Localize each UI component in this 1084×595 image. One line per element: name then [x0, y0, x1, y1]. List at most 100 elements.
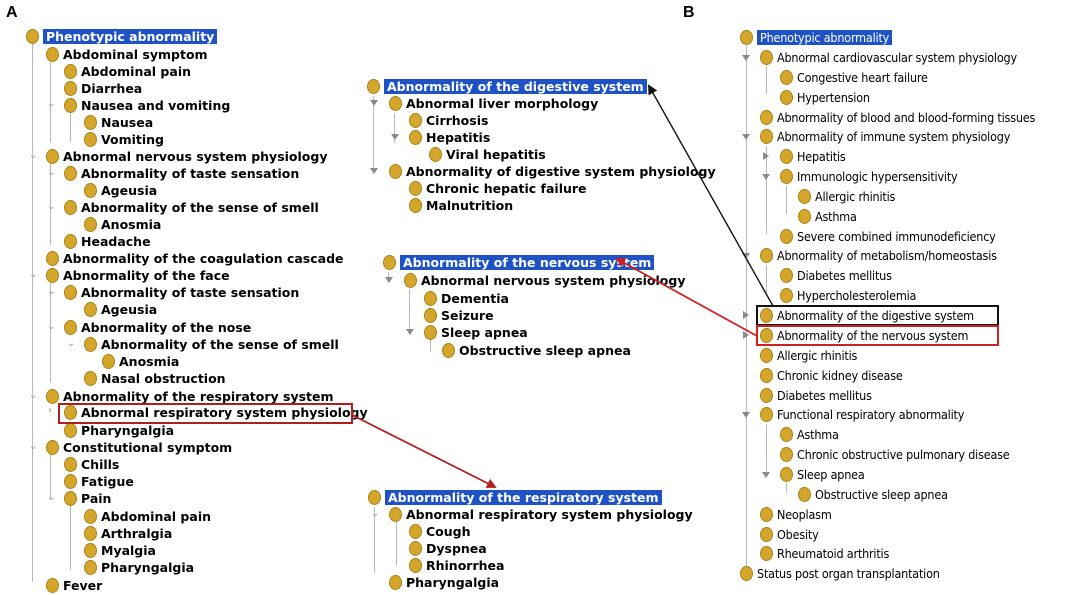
tree-node[interactable]: Asthma — [798, 208, 857, 225]
triangle-down-icon[interactable] — [742, 134, 750, 140]
chevron-down-icon[interactable]: ⌄ — [29, 150, 38, 161]
tree-node[interactable]: Fatigue — [64, 473, 134, 490]
tree-node[interactable]: Abnormality of metabolism/homeostasis — [760, 247, 997, 264]
chevron-down-icon[interactable]: ⌄ — [47, 98, 56, 109]
tree-node[interactable]: Chills — [64, 456, 119, 473]
tree-node[interactable]: Chronic hepatic failure — [409, 180, 587, 197]
tree-node[interactable]: Abnormality of the nose — [64, 319, 251, 336]
triangle-down-icon[interactable] — [742, 253, 750, 259]
tree-node[interactable]: Allergic rhinitis — [760, 347, 857, 364]
tree-node[interactable]: Arthralgia — [84, 525, 172, 542]
tree-node[interactable]: Status post organ transplantation — [740, 565, 940, 582]
tree-node[interactable]: Hepatitis — [409, 129, 490, 146]
tree-node[interactable]: Rheumatoid arthritis — [760, 545, 889, 562]
tree-node[interactable]: Seizure — [424, 307, 494, 324]
triangle-down-icon[interactable] — [406, 329, 414, 335]
tree-node[interactable]: Abnormal cardiovascular system physiolog… — [760, 49, 1017, 66]
tree-node[interactable]: Abnormality of blood and blood-forming t… — [760, 109, 1035, 126]
chevron-down-icon[interactable]: ⌄ — [371, 508, 380, 519]
tree-node[interactable]: Abnormal nervous system physiology — [404, 272, 685, 289]
tree-node[interactable]: Abnormality of the coagulation cascade — [46, 250, 344, 267]
tree-node[interactable]: Headache — [64, 233, 151, 250]
triangle-down-icon[interactable] — [742, 412, 750, 418]
nervous-title[interactable]: Abnormality of the nervous system — [383, 254, 655, 271]
tree-a-root[interactable]: Phenotypic abnormality — [26, 28, 218, 45]
tree-node[interactable]: Abnormality of taste sensation — [64, 165, 299, 182]
triangle-down-icon[interactable] — [762, 472, 770, 478]
tree-node[interactable]: Fever — [46, 577, 102, 594]
tree-node[interactable]: Abnormal respiratory system physiology — [389, 506, 693, 523]
tree-node[interactable]: Chronic kidney disease — [760, 367, 903, 384]
tree-node[interactable]: Abnormality of the sense of smell — [64, 199, 319, 216]
tree-node[interactable]: Abnormality of the nervous system — [760, 327, 968, 344]
respiratory-title[interactable]: Abnormality of the respiratory system — [368, 489, 662, 506]
chevron-down-icon[interactable]: ⌄ — [47, 492, 56, 503]
tree-node[interactable]: Rhinorrhea — [409, 557, 504, 574]
tree-node[interactable]: Abdominal pain — [84, 508, 211, 525]
chevron-down-icon[interactable]: ⌄ — [29, 441, 38, 452]
tree-node[interactable]: Ageusia — [84, 182, 157, 199]
tree-node[interactable]: Obstructive sleep apnea — [798, 486, 948, 503]
tree-node[interactable]: Hepatitis — [780, 148, 846, 165]
tree-node[interactable]: Abnormality of digestive system physiolo… — [389, 163, 716, 180]
triangle-down-icon[interactable] — [370, 100, 378, 106]
tree-node[interactable]: Malnutrition — [409, 197, 513, 214]
tree-node[interactable]: Vomiting — [84, 131, 164, 148]
tree-node[interactable]: Functional respiratory abnormality — [760, 406, 964, 423]
tree-node[interactable]: Nausea and vomiting — [64, 97, 230, 114]
triangle-down-icon[interactable] — [391, 134, 399, 140]
tree-node[interactable]: Dyspnea — [409, 540, 487, 557]
tree-node[interactable]: Cirrhosis — [409, 112, 488, 129]
chevron-down-icon[interactable]: ⌄ — [29, 269, 38, 280]
tree-node[interactable]: Diarrhea — [64, 80, 142, 97]
tree-node[interactable]: Abnormality of immune system physiology — [760, 128, 1010, 145]
tree-node[interactable]: Abdominal symptom — [46, 46, 208, 63]
chevron-down-icon[interactable]: ⌄ — [47, 321, 56, 332]
tree-node[interactable]: Constitutional symptom — [46, 439, 232, 456]
tree-node[interactable]: Pain — [64, 490, 111, 507]
triangle-right-icon[interactable] — [763, 152, 769, 160]
tree-node[interactable]: Abnormal nervous system physiology — [46, 148, 327, 165]
tree-node[interactable]: Abnormality of the sense of smell — [84, 336, 339, 353]
tree-node[interactable]: Allergic rhinitis — [798, 188, 895, 205]
chevron-down-icon[interactable]: ⌄ — [47, 201, 56, 212]
tree-node[interactable]: Pharyngalgia — [389, 574, 499, 591]
tree-node[interactable]: Anosmia — [84, 216, 161, 233]
tree-node[interactable]: Myalgia — [84, 542, 156, 559]
tree-node[interactable]: Ageusia — [84, 301, 157, 318]
tree-node[interactable]: Abnormal liver morphology — [389, 95, 598, 112]
triangle-right-icon[interactable] — [743, 331, 749, 339]
tree-node[interactable]: Diabetes mellitus — [780, 267, 892, 284]
tree-node[interactable]: Hypertension — [780, 89, 870, 106]
tree-node[interactable]: Asthma — [780, 426, 839, 443]
tree-node[interactable]: Pharyngalgia — [64, 422, 174, 439]
tree-node[interactable]: Sleep apnea — [780, 466, 865, 483]
chevron-down-icon[interactable]: ⌄ — [29, 390, 38, 401]
tree-node[interactable]: Abnormality of taste sensation — [64, 284, 299, 301]
tree-node[interactable]: Viral hepatitis — [429, 146, 546, 163]
tree-node[interactable]: Pharyngalgia — [84, 559, 194, 576]
triangle-down-icon[interactable] — [742, 55, 750, 61]
tree-node[interactable]: Sleep apnea — [424, 324, 528, 341]
tree-node[interactable]: Obesity — [760, 526, 819, 543]
tree-node[interactable]: Obstructive sleep apnea — [442, 342, 631, 359]
chevron-right-icon[interactable]: › — [48, 405, 52, 416]
tree-node[interactable]: Severe combined immunodeficiency — [780, 228, 996, 245]
tree-node[interactable]: Abnormality of the face — [46, 267, 230, 284]
triangle-down-icon[interactable] — [385, 277, 393, 283]
tree-node[interactable]: Neoplasm — [760, 506, 832, 523]
chevron-down-icon[interactable]: ⌄ — [67, 338, 76, 349]
tree-node[interactable]: Anosmia — [102, 353, 179, 370]
tree-node[interactable]: Diabetes mellitus — [760, 387, 872, 404]
tree-node[interactable]: Abnormal respiratory system physiology — [64, 404, 368, 421]
tree-node[interactable]: Cough — [409, 523, 471, 540]
tree-node[interactable]: Abnormality of the respiratory system — [46, 388, 334, 405]
chevron-down-icon[interactable]: ⌄ — [47, 167, 56, 178]
tree-node[interactable]: Nausea — [84, 114, 153, 131]
tree-node[interactable]: Abdominal pain — [64, 63, 191, 80]
tree-node[interactable]: Congestive heart failure — [780, 69, 928, 86]
digestive-title[interactable]: Abnormality of the digestive system — [367, 78, 647, 95]
triangle-down-icon[interactable] — [370, 168, 378, 174]
triangle-right-icon[interactable] — [743, 311, 749, 319]
tree-node[interactable]: Chronic obstructive pulmonary disease — [780, 446, 1010, 463]
